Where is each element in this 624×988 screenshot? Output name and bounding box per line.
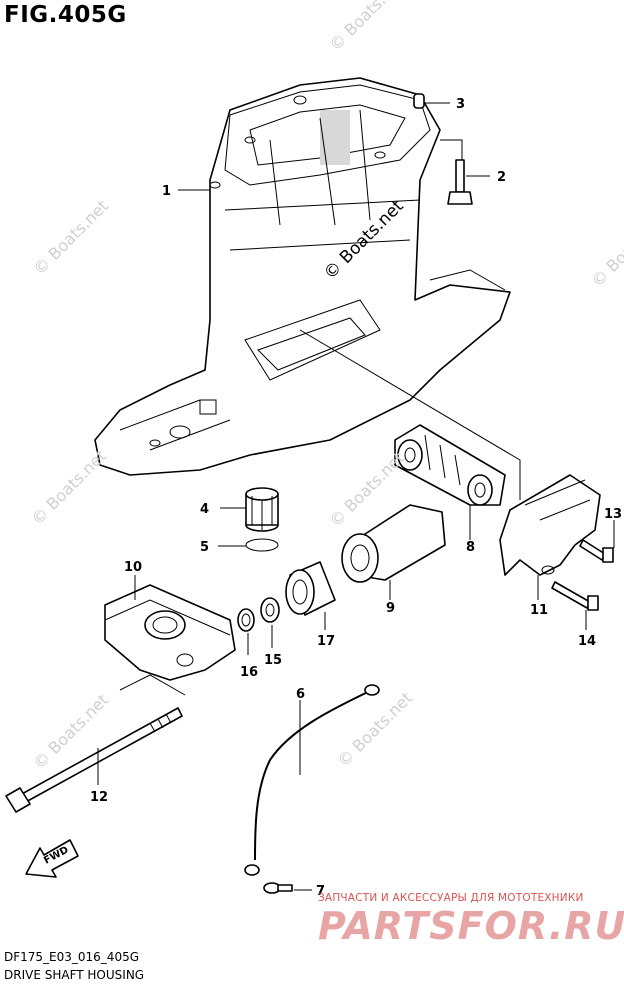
bracket-part (499, 474, 601, 576)
callout-1: 1 (162, 184, 171, 199)
washer-part (260, 597, 280, 623)
drive-shaft-housing-part (94, 77, 511, 476)
mount-rubber-part (394, 424, 506, 506)
callout-9: 9 (386, 601, 395, 616)
bolt-14-part (551, 581, 599, 611)
callout-13: 13 (604, 507, 622, 522)
callout-16: 16 (240, 665, 258, 680)
callout-10: 10 (124, 560, 142, 575)
callout-3: 3 (456, 97, 465, 112)
callout-8: 8 (466, 540, 475, 555)
plug-part (245, 487, 279, 532)
pin-part (413, 93, 425, 109)
bolt-13-part (579, 539, 614, 563)
mount-part (341, 504, 446, 583)
ground-wire-part (244, 684, 380, 876)
bolt-part (447, 159, 473, 205)
callout-11: 11 (530, 603, 548, 618)
diagram-name: DRIVE SHAFT HOUSING (4, 968, 145, 982)
diagram-code: DF175_E03_016_405G (4, 950, 140, 964)
forward-direction-arrow: FWD (25, 839, 79, 878)
clamp-part (104, 584, 236, 681)
brand-logo: PARTSFOR.RU (318, 904, 624, 948)
callout-6: 6 (296, 687, 305, 702)
figure-title: FIG.405G (4, 2, 127, 28)
callout-2: 2 (497, 170, 506, 185)
bushing-part (285, 561, 336, 616)
brand-tagline: ЗАПЧАСТИ И АКСЕССУАРЫ ДЛЯ МОТОТЕХНИКИ (318, 892, 584, 904)
long-bolt-part (5, 707, 183, 813)
callout-12: 12 (90, 790, 108, 805)
washer-16-part (237, 608, 255, 632)
callout-numbers: 1 2 3 4 5 6 7 8 9 10 11 12 13 14 15 16 1… (90, 97, 622, 899)
callout-5: 5 (200, 540, 209, 555)
callout-15: 15 (264, 653, 282, 668)
gasket-part (245, 538, 279, 552)
leader-lines (97, 102, 615, 891)
callout-14: 14 (578, 634, 596, 649)
callout-7: 7 (316, 884, 325, 899)
callout-4: 4 (200, 502, 209, 517)
callout-17: 17 (317, 634, 335, 649)
screw-part (263, 882, 293, 894)
